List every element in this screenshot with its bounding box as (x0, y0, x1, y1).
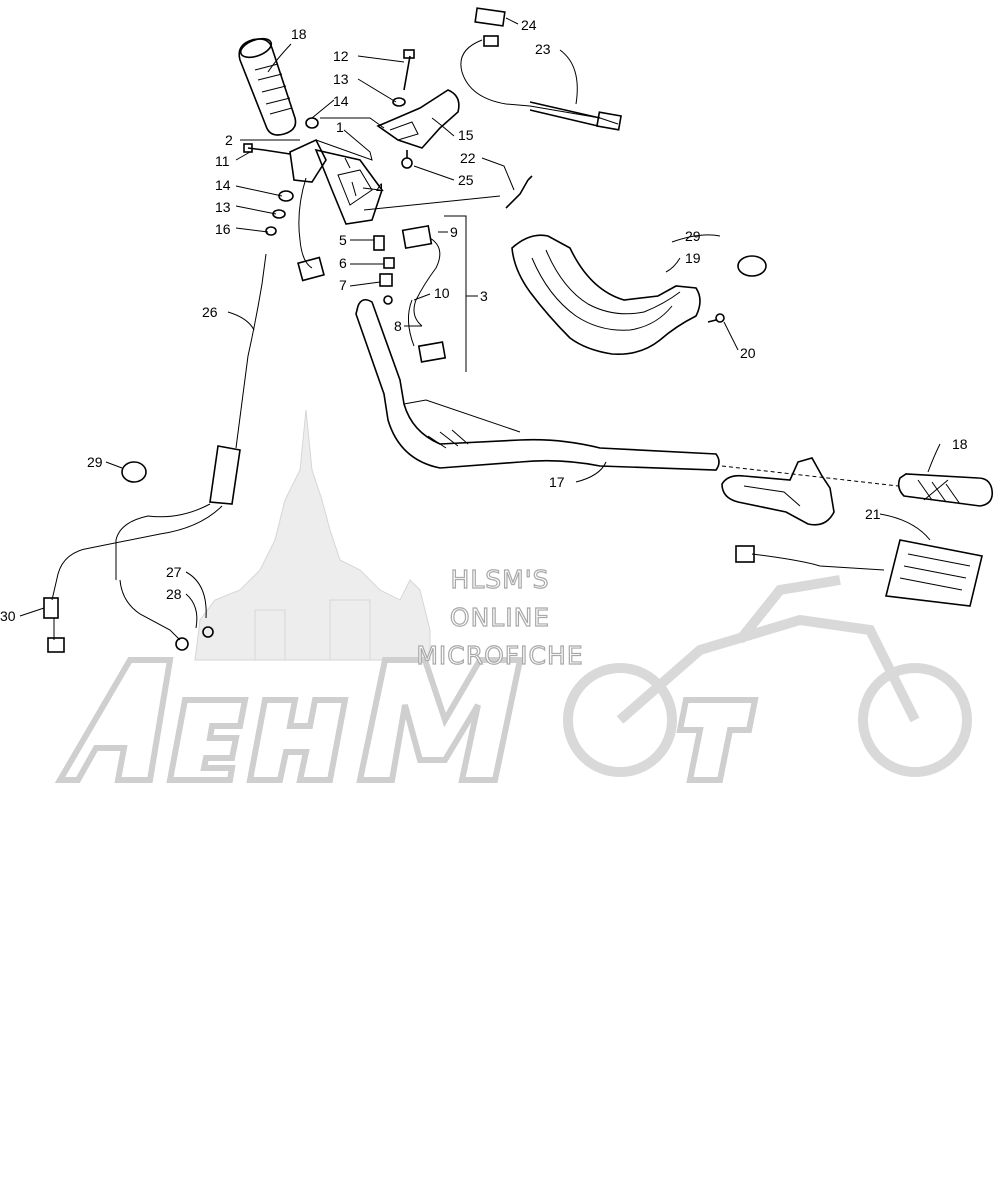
callout-20: 20 (740, 345, 756, 361)
part-washer-13-top (392, 97, 406, 107)
callout-13-top: 13 (333, 71, 349, 87)
callout-29-right: 29 (685, 228, 701, 244)
part-grip-right (897, 473, 994, 507)
part-small-hardware-5-7 (373, 235, 395, 305)
part-brake-lever-housing (289, 138, 383, 225)
watermark-city-silhouette (194, 409, 431, 661)
watermark-line-1: HLSM'S (451, 565, 550, 594)
part-nut-14-top (305, 117, 319, 129)
callout-18-right: 18 (952, 436, 968, 452)
callout-28: 28 (166, 586, 182, 602)
watermark-brand-logo (54, 657, 759, 783)
part-grip-left (238, 37, 297, 136)
callout-23: 23 (535, 41, 551, 57)
part-throttle-switch (401, 224, 447, 363)
part-cable-end-30 (43, 597, 65, 653)
part-heater-21 (735, 539, 983, 607)
callout-19: 19 (685, 250, 701, 266)
callout-1: 1 (336, 119, 344, 135)
part-cable-23 (460, 35, 622, 131)
watermark-line-3: MICROFICHE (416, 641, 583, 670)
callout-9: 9 (450, 224, 458, 240)
callout-30: 30 (0, 608, 16, 624)
part-handlebar-17 (355, 298, 720, 471)
leader-lines (19, 17, 941, 629)
callout-24: 24 (521, 17, 537, 33)
callout-7: 7 (339, 277, 347, 293)
part-bolt-12 (403, 49, 415, 91)
callout-18-left: 18 (291, 26, 307, 42)
callout-12: 12 (333, 48, 349, 64)
part-clamp-29-left (121, 461, 147, 483)
part-brake-lever-right (721, 457, 835, 526)
callout-labels: 18 12 13 14 1 15 2 11 22 25 4 14 13 16 2… (0, 17, 968, 624)
callout-22: 22 (460, 150, 476, 166)
callout-2: 2 (225, 132, 233, 148)
callout-8: 8 (394, 318, 402, 334)
part-bolt-11 (243, 143, 291, 155)
watermark: HLSM'S ONLINE MICROFICHE (54, 409, 972, 783)
callout-27: 27 (166, 564, 182, 580)
watermark-line-2: ONLINE (450, 603, 550, 632)
part-throttle-cable-26 (51, 253, 267, 651)
part-handlebar-pad-19 (511, 234, 701, 356)
callout-17: 17 (549, 474, 565, 490)
part-switch-wiring (297, 177, 325, 282)
part-heater-pad-24 (474, 7, 506, 27)
part-pin-22 (505, 175, 533, 209)
callout-10: 10 (434, 285, 450, 301)
callout-6: 6 (339, 255, 347, 271)
callout-13-left: 13 (215, 199, 231, 215)
part-clamp-29-right (737, 255, 767, 277)
callout-5: 5 (339, 232, 347, 248)
watermark-motorcycle (563, 575, 972, 777)
callout-21: 21 (865, 506, 881, 522)
part-throttle-block-15 (376, 89, 460, 149)
callout-29-left: 29 (87, 454, 103, 470)
part-washers-left (265, 190, 294, 236)
part-bracket-3 (444, 215, 478, 372)
callout-16: 16 (215, 221, 231, 237)
callout-3: 3 (480, 288, 488, 304)
callout-14-top: 14 (333, 93, 349, 109)
callout-14-left: 14 (215, 177, 231, 193)
callout-4: 4 (376, 180, 384, 196)
leader-grip-right (721, 465, 899, 487)
callout-25: 25 (458, 172, 474, 188)
callout-15: 15 (458, 127, 474, 143)
callout-11: 11 (215, 153, 230, 169)
callout-26: 26 (202, 304, 218, 320)
part-screw-20 (707, 313, 725, 323)
part-screw-25 (401, 150, 413, 169)
